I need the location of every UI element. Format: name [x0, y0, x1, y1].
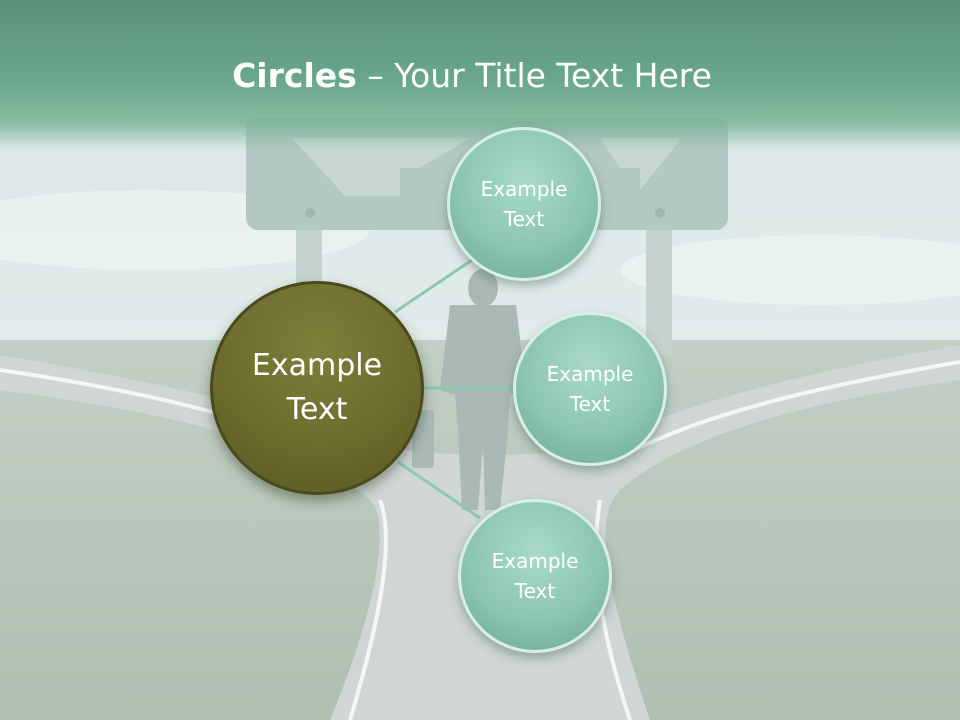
- title-rest: – Your Title Text Here: [356, 56, 712, 95]
- center-circle-label: Example Text: [251, 348, 383, 427]
- satellite-circle-bottom[interactable]: Example Text: [458, 499, 612, 653]
- center-circle[interactable]: Example Text: [210, 281, 424, 495]
- connector-line-top: [394, 256, 476, 314]
- title-bar: [0, 0, 960, 150]
- satellite-circle-label: Example Text: [480, 177, 568, 231]
- satellite-circle-middle[interactable]: Example Text: [513, 312, 667, 466]
- title-bold: Circles: [232, 56, 357, 95]
- slide-title: Circles – Your Title Text Here: [0, 54, 944, 98]
- satellite-circle-label: Example Text: [546, 362, 634, 416]
- satellite-circle-top[interactable]: Example Text: [447, 127, 601, 281]
- connector-line-bottom: [397, 460, 481, 520]
- satellite-circle-label: Example Text: [491, 549, 579, 603]
